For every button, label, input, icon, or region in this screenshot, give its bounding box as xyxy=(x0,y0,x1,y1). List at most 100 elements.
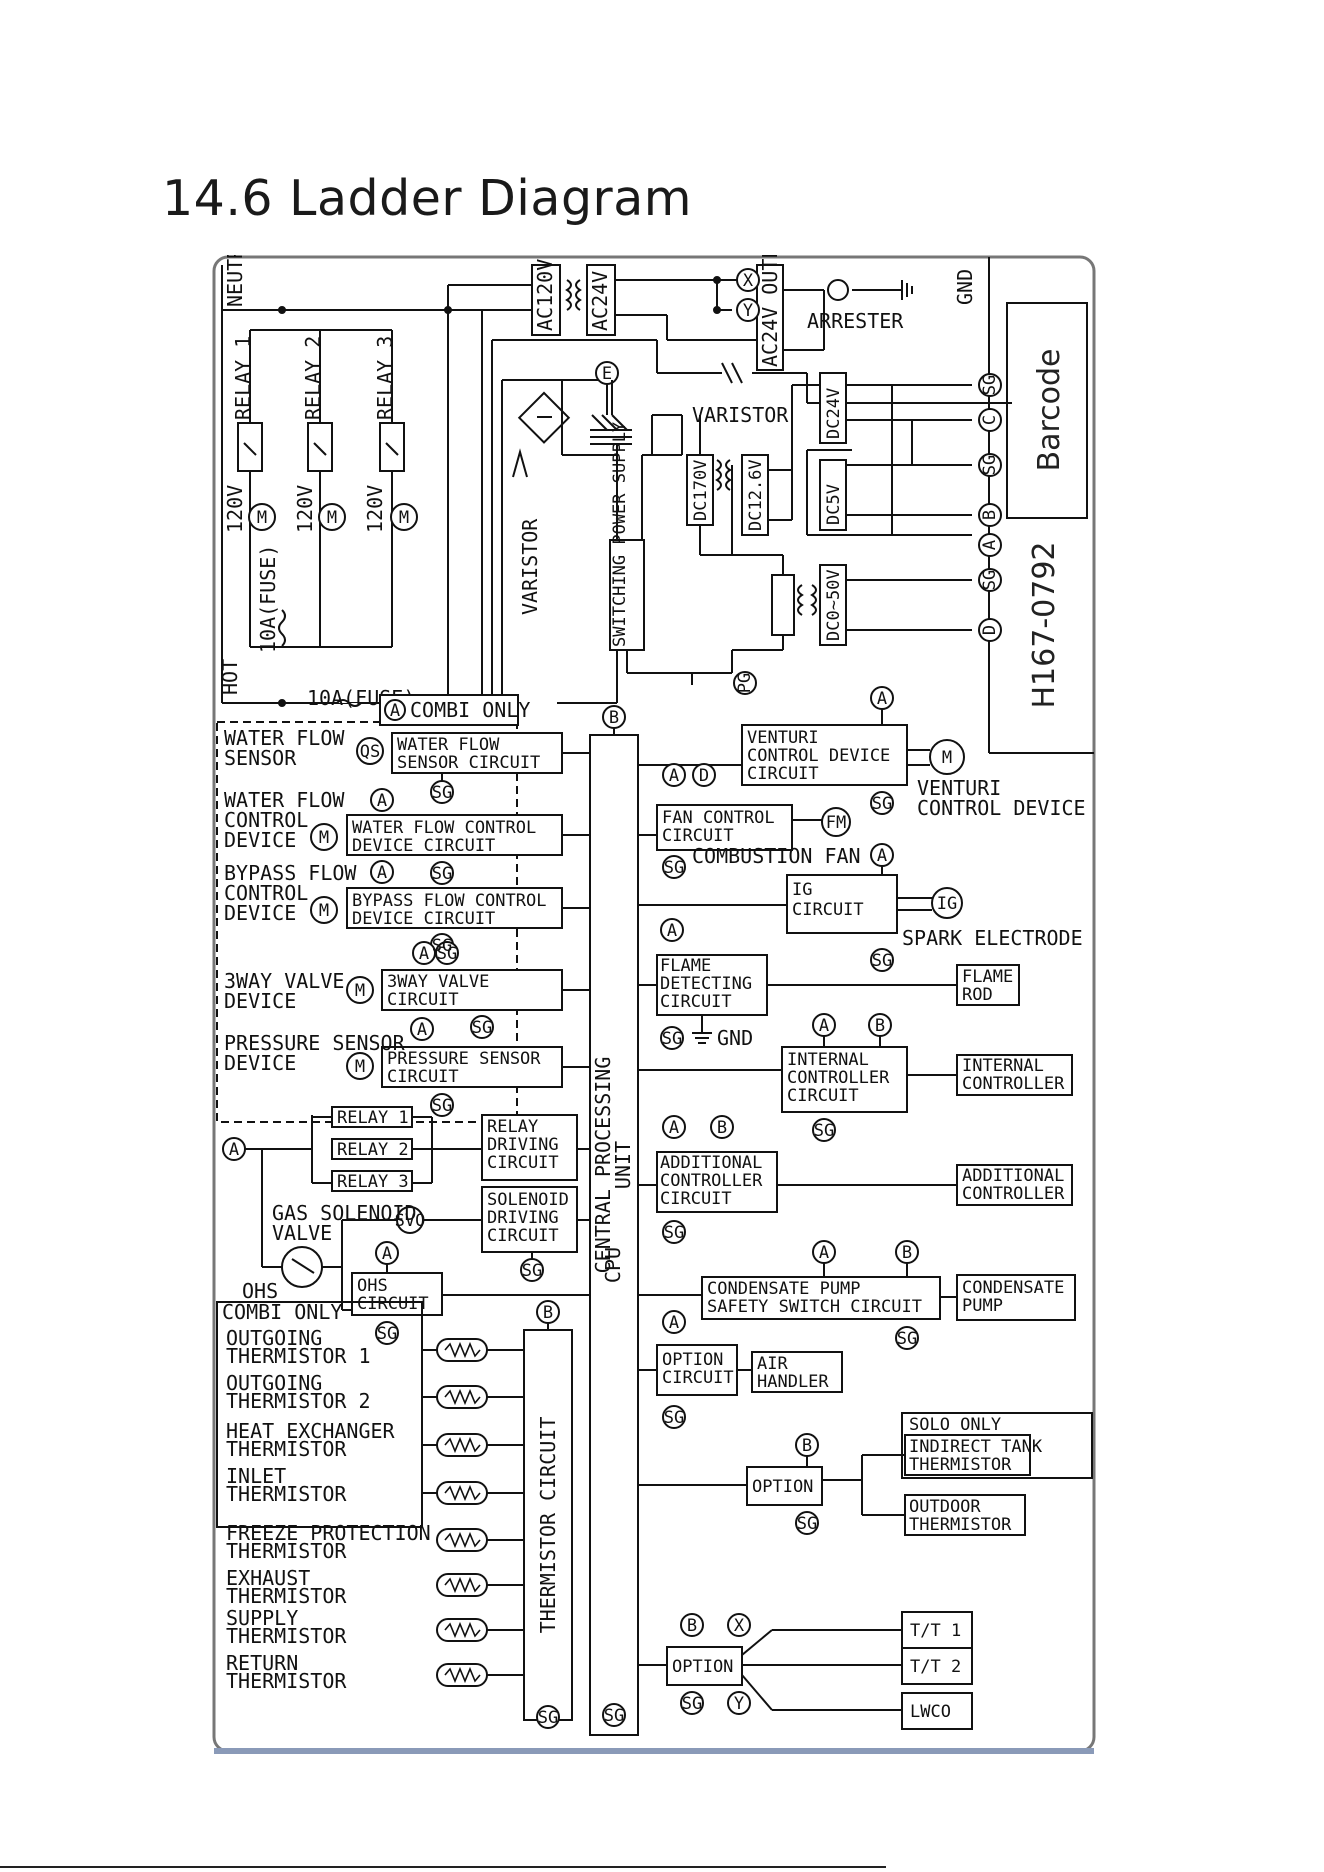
power-labels: NEUTRAL RELAY 1 RELAY 2 RELAY 3 120V 120… xyxy=(218,255,1000,710)
internal-circuit-1: INTERNAL xyxy=(787,1050,869,1070)
solenoid-driving-2: DRIVING xyxy=(487,1208,559,1228)
dc126v-label: DC12.6V xyxy=(746,459,766,531)
threeway-motor: M xyxy=(355,981,365,1001)
inlet-1: INLET xyxy=(226,1464,286,1488)
supply-1: SUPPLY xyxy=(226,1606,298,1630)
solenoid-driving-1: SOLENOID xyxy=(487,1190,569,1210)
cpu-label-line2: UNIT xyxy=(611,1141,635,1189)
inlet-2: THERMISTOR xyxy=(226,1482,347,1506)
internal-node-a: A xyxy=(819,1016,829,1036)
node-sg-3: SG xyxy=(980,570,1000,590)
bypass-motor: M xyxy=(319,901,329,921)
barcode-label: Barcode xyxy=(1032,349,1067,472)
venturi-motor: M xyxy=(942,748,952,768)
return-2: THERMISTOR xyxy=(226,1669,347,1693)
heat-exchanger-1: HEAT EXCHANGER xyxy=(226,1419,396,1443)
power-terminals xyxy=(733,268,1002,695)
left-labels: A COMBI ONLY WATER FLOW SENSOR QS WATER … xyxy=(222,698,569,1728)
additional-node-a: A xyxy=(669,1118,679,1138)
node-sg-2: SG xyxy=(980,455,1000,475)
cpu-unit xyxy=(589,705,639,1736)
relay-node-a: A xyxy=(229,1140,239,1160)
pressure-1: PRESSURE SENSOR xyxy=(224,1031,406,1055)
relay3-motor: M xyxy=(399,508,409,528)
power-gnd-label: GND xyxy=(953,269,977,305)
relay2-label: RELAY 2 xyxy=(301,336,325,420)
cpu-label-line1: CENTRAL PROCESSING xyxy=(591,1057,615,1274)
fan-node-sg: SG xyxy=(664,858,684,878)
cpu-node-b: B xyxy=(609,708,619,728)
wfc-motor: M xyxy=(319,828,329,848)
pressure-node-sg: SG xyxy=(432,1096,452,1116)
fan-node-a: A xyxy=(669,766,679,786)
node-y: Y xyxy=(743,301,753,321)
fuse-vertical-label: 10A(FUSE) xyxy=(256,545,280,653)
venturi-circuit-3: CIRCUIT xyxy=(747,764,819,784)
bypass-flow-3: DEVICE xyxy=(224,901,296,925)
ladder-diagram: Barcode H167-0792 xyxy=(212,255,1097,1755)
option1-node-sg: SG xyxy=(797,1514,817,1534)
flame-detecting-1: FLAME xyxy=(660,956,711,976)
pressure-circuit-2: CIRCUIT xyxy=(387,1067,459,1087)
threeway-circuit-2: CIRCUIT xyxy=(387,990,459,1010)
ohs-circuit-2: CIRCUIT xyxy=(357,1294,429,1314)
right-section xyxy=(638,686,1093,1730)
cpu-label-cpu: CPU xyxy=(601,1247,625,1283)
indirect-tank-2: THERMISTOR xyxy=(909,1455,1012,1475)
option1-node-b: B xyxy=(802,1436,812,1456)
bypass-circuit-1: BYPASS FLOW CONTROL xyxy=(352,891,546,911)
flame-rod-1: FLAME xyxy=(962,967,1013,987)
additional-controller-2: CONTROLLER xyxy=(962,1184,1065,1204)
ac120v-label: AC120V xyxy=(533,259,557,331)
lwco-label: LWCO xyxy=(910,1702,951,1722)
gas-solenoid-1: GAS SOLENOID xyxy=(272,1201,417,1225)
option2-node-y: Y xyxy=(734,1694,744,1714)
water-flow-control-1: WATER FLOW xyxy=(224,788,345,812)
flame-node-sg: SG xyxy=(662,1029,682,1049)
v120-label-1: 120V xyxy=(223,485,247,533)
additional-node-b: B xyxy=(717,1118,727,1138)
relay3-box: RELAY 3 xyxy=(337,1172,409,1192)
venturi-device-2: CONTROL DEVICE xyxy=(917,796,1086,820)
additional-circuit-1: ADDITIONAL xyxy=(660,1153,762,1173)
node-c: C xyxy=(980,415,1000,425)
ig-circuit-1: IG xyxy=(792,880,812,900)
flame-detecting-2: DETECTING xyxy=(660,974,752,994)
air-handler-2: HANDLER xyxy=(757,1372,829,1392)
outdoor-2: THERMISTOR xyxy=(909,1515,1012,1535)
page-title: 14.6 Ladder Diagram xyxy=(162,170,692,227)
additional-circuit-2: CONTROLLER xyxy=(660,1171,763,1191)
node-b-power: B xyxy=(980,510,1000,520)
relay-driving-2: DRIVING xyxy=(487,1135,559,1155)
additional-controller-1: ADDITIONAL xyxy=(962,1166,1064,1186)
flame-detecting-3: CIRCUIT xyxy=(660,992,732,1012)
outdoor-1: OUTDOOR xyxy=(909,1497,981,1517)
dc5v-label: DC5V xyxy=(824,484,844,525)
relay-driving-1: RELAY xyxy=(487,1117,538,1137)
bypass-node-sg: SG xyxy=(432,936,452,956)
left-section xyxy=(216,694,590,1729)
option2-node-b: B xyxy=(687,1616,697,1636)
option-circuit-1: OPTION xyxy=(662,1350,723,1370)
hot-label: HOT xyxy=(218,659,242,695)
supply-2: THERMISTOR xyxy=(226,1624,347,1648)
fan-node-d: D xyxy=(699,766,709,786)
spark-electrode-label: SPARK ELECTRODE xyxy=(902,926,1083,950)
arrester-label: ARRESTER xyxy=(807,309,904,333)
additional-node-sg: SG xyxy=(664,1223,684,1243)
relay3-label: RELAY 3 xyxy=(373,336,397,420)
dc050v-label: DC0~50V xyxy=(824,569,844,641)
heat-exchanger-2: THERMISTOR xyxy=(226,1437,347,1461)
node-qs: QS xyxy=(360,742,380,762)
solenoid-driving-3: CIRCUIT xyxy=(487,1226,559,1246)
ac24v-label: AC24V xyxy=(588,271,612,331)
wfs-node-sg: SG xyxy=(432,783,452,803)
wfc-node-a: A xyxy=(377,791,387,811)
option1-label: OPTION xyxy=(752,1477,813,1497)
threeway-node-sg: SG xyxy=(437,944,457,964)
cpu-node-sg: SG xyxy=(604,1706,624,1726)
power-section xyxy=(221,264,1012,707)
dc170v-label: DC170V xyxy=(691,460,711,521)
relay-driving-3: CIRCUIT xyxy=(487,1153,559,1173)
pressure-circuit-1: PRESSURE SENSOR xyxy=(387,1049,541,1069)
